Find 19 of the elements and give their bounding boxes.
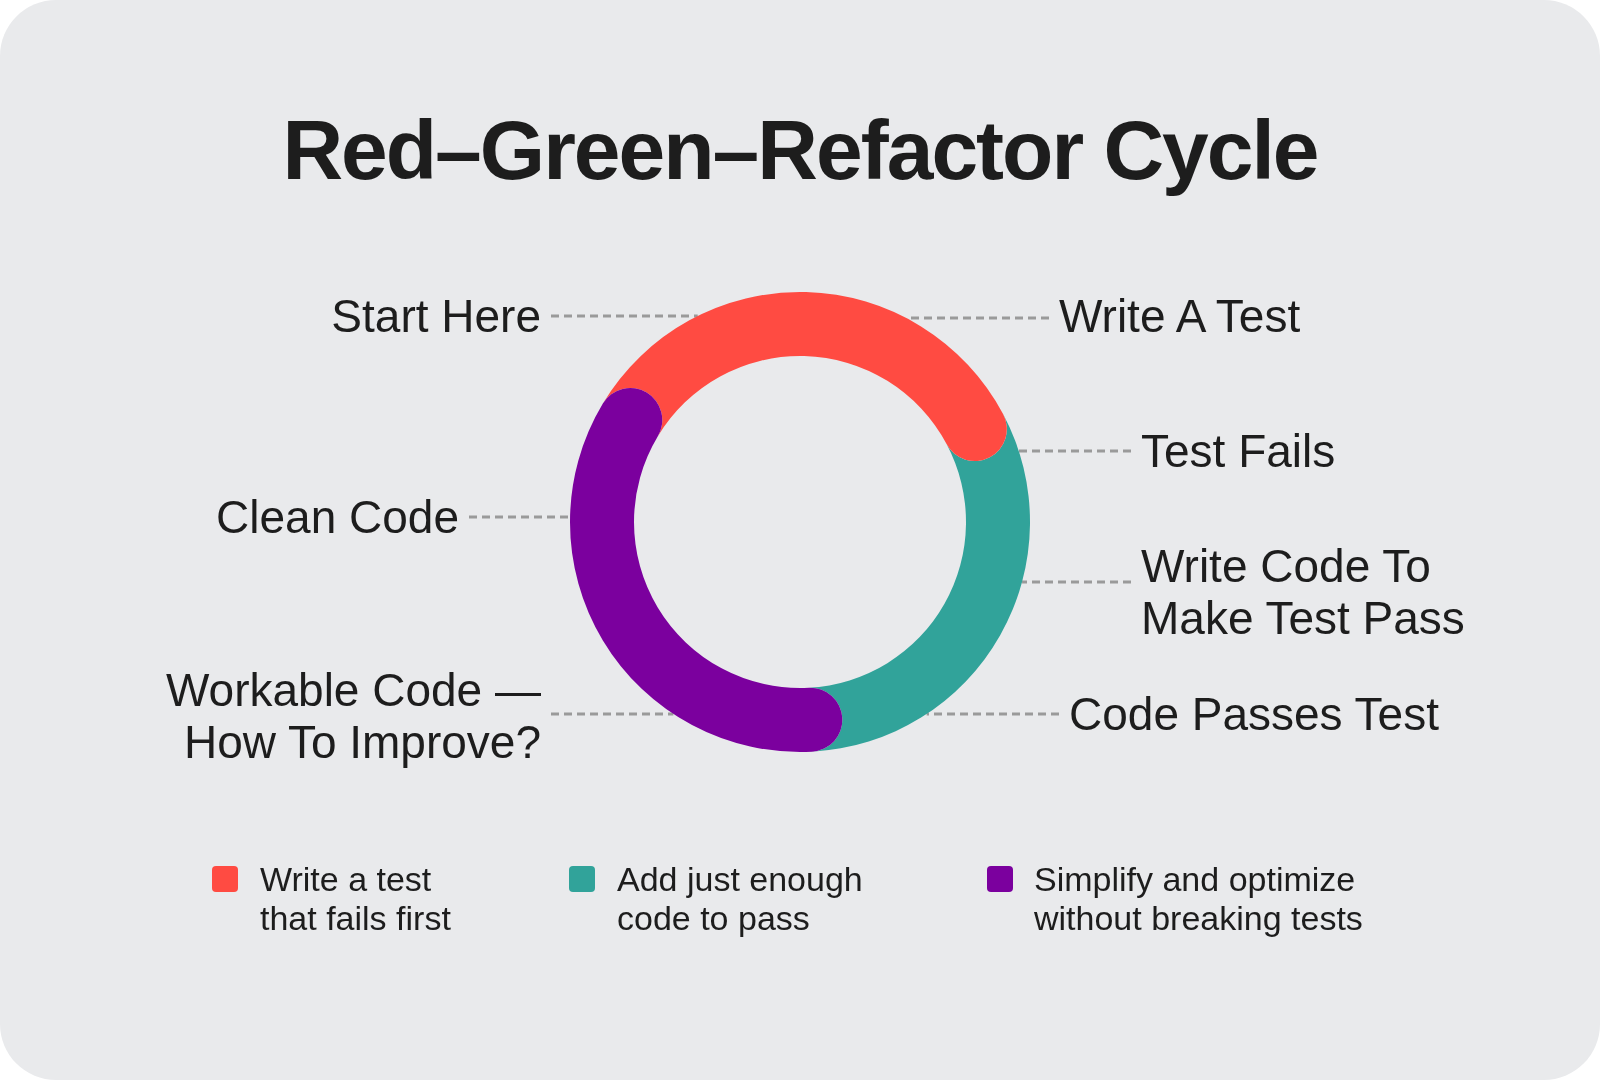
step-label: Write A Test: [1059, 290, 1301, 342]
leader-line: [1018, 449, 1131, 453]
ring-segment: [570, 388, 843, 752]
step-label: Test Fails: [1141, 425, 1336, 477]
leader-line: [551, 314, 698, 318]
leader-line: [469, 515, 571, 519]
legend-label: Add just enough code to pass: [617, 860, 864, 938]
step-label: Start Here: [331, 290, 541, 342]
leader-line: [551, 712, 674, 716]
ring-segment: [602, 292, 1007, 461]
leader-line: [926, 712, 1059, 716]
title: Red–Green–Refactor Cycle: [281, 102, 1319, 199]
leader-line: [1022, 580, 1131, 584]
legend-label: Write a test that fails first: [260, 860, 452, 938]
step-label: Clean Code: [216, 491, 459, 543]
step-label: Workable Code — How To Improve?: [141, 664, 541, 768]
step-label: Write Code To Make Test Pass: [1141, 540, 1481, 644]
step-label: Code Passes Test: [1069, 688, 1439, 740]
legend-label: Simplify and optimize without breaking tests: [1034, 860, 1364, 938]
